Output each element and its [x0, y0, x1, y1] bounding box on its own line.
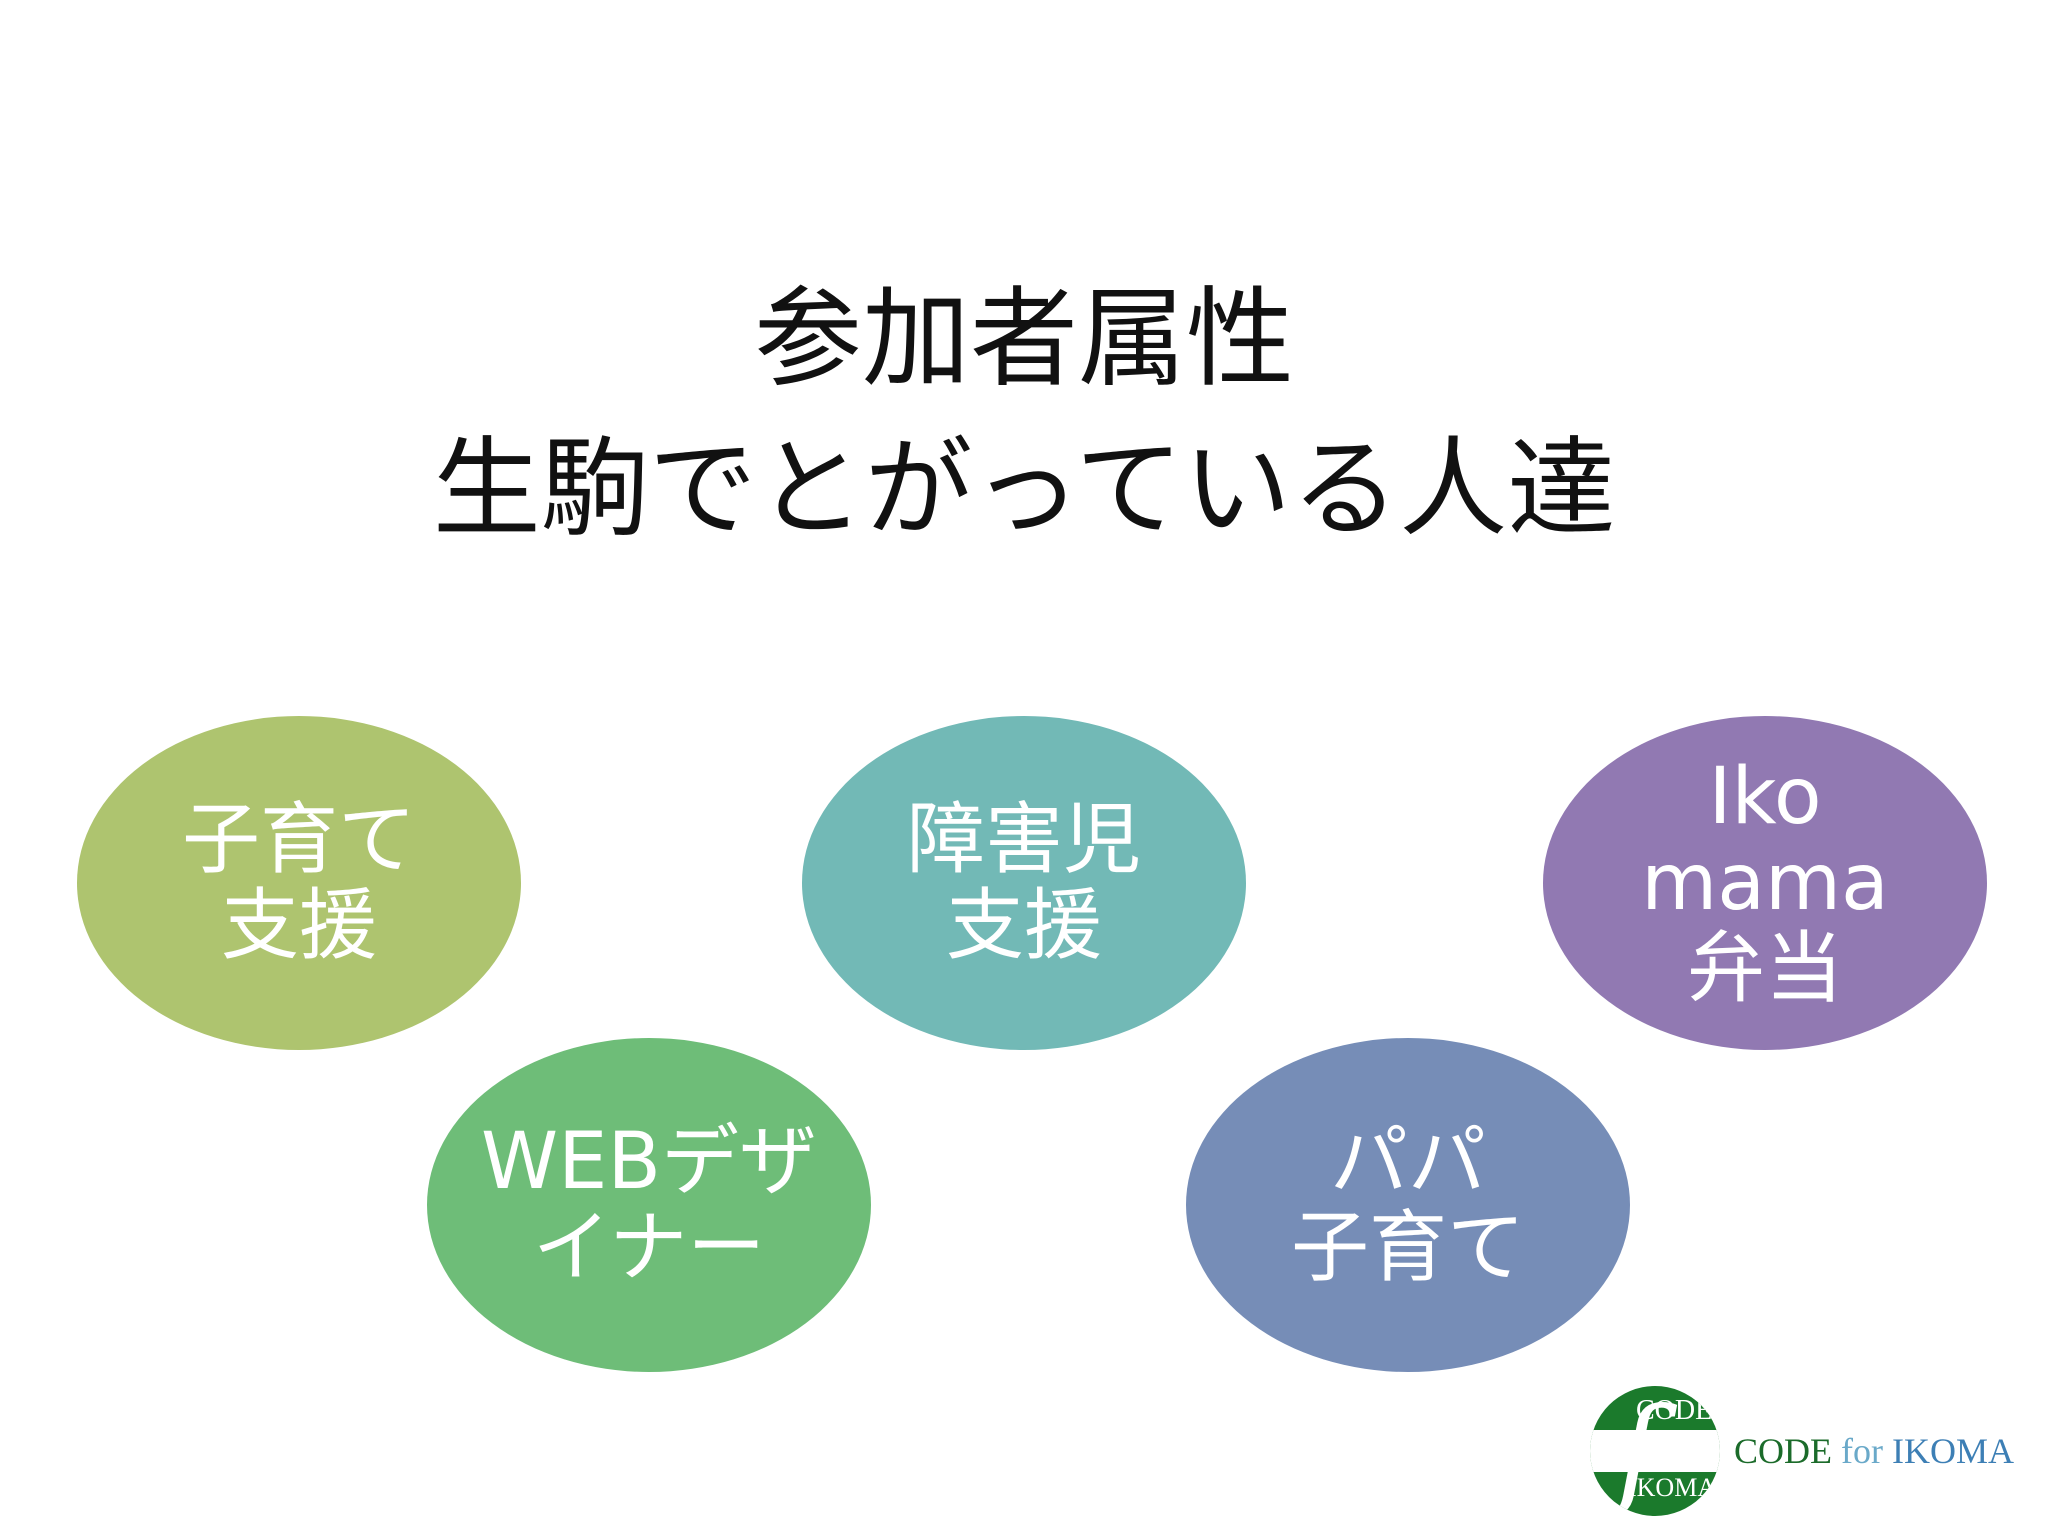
- bubble-label-line: 子育て: [181, 795, 416, 885]
- bubble-label-line: イナー: [532, 1203, 766, 1293]
- bubble-label-line: WEBデザ: [481, 1117, 817, 1207]
- title-line-2: 生駒でとがっている人達: [432, 427, 1616, 552]
- bubble-label-line: Iko: [1708, 752, 1822, 842]
- bubble-label-line: 子育て: [1290, 1203, 1525, 1293]
- logo-word-ikoma: IKOMA: [1891, 1430, 2014, 1471]
- logo-mark-ikoma: IKOMA: [1628, 1472, 1717, 1502]
- bubble-label-line: 支援: [945, 881, 1102, 971]
- title-line-1: 参加者属性: [753, 277, 1294, 402]
- logo-wordmark: CODE for IKOMA: [1734, 1430, 2014, 1472]
- logo-band: [1590, 1429, 1720, 1472]
- bubble-label-line: 支援: [220, 881, 377, 971]
- logo-word-code: CODE: [1734, 1430, 1832, 1471]
- bubble-childcare-support: 子育て 支援: [77, 716, 521, 1050]
- bubble-label-line: 障害児: [906, 795, 1141, 885]
- bubble-papa-childcare: パパ 子育て: [1186, 1038, 1630, 1372]
- bubble-disabled-child-support: 障害児 支援: [802, 716, 1246, 1050]
- bubble-label-line: パパ: [1329, 1117, 1486, 1207]
- bubble-ikomama-bento: Iko mama 弁当: [1543, 716, 1987, 1050]
- logo-mark-code: CODE: [1636, 1394, 1713, 1426]
- slide-title: 参加者属性 生駒でとがっている人達: [0, 265, 2048, 565]
- code-for-ikoma-logo: f CODE IKOMA CODE for IKOMA: [1590, 1383, 2020, 1518]
- logo-word-for: for: [1841, 1430, 1883, 1471]
- logo-mark-icon: f CODE IKOMA: [1590, 1385, 1720, 1516]
- logo-f-letter: f: [1616, 1385, 1660, 1516]
- bubble-label-line: mama: [1641, 838, 1889, 928]
- bubble-label-line: 弁当: [1686, 924, 1843, 1014]
- bubble-web-designer: WEBデザ イナー: [427, 1038, 871, 1372]
